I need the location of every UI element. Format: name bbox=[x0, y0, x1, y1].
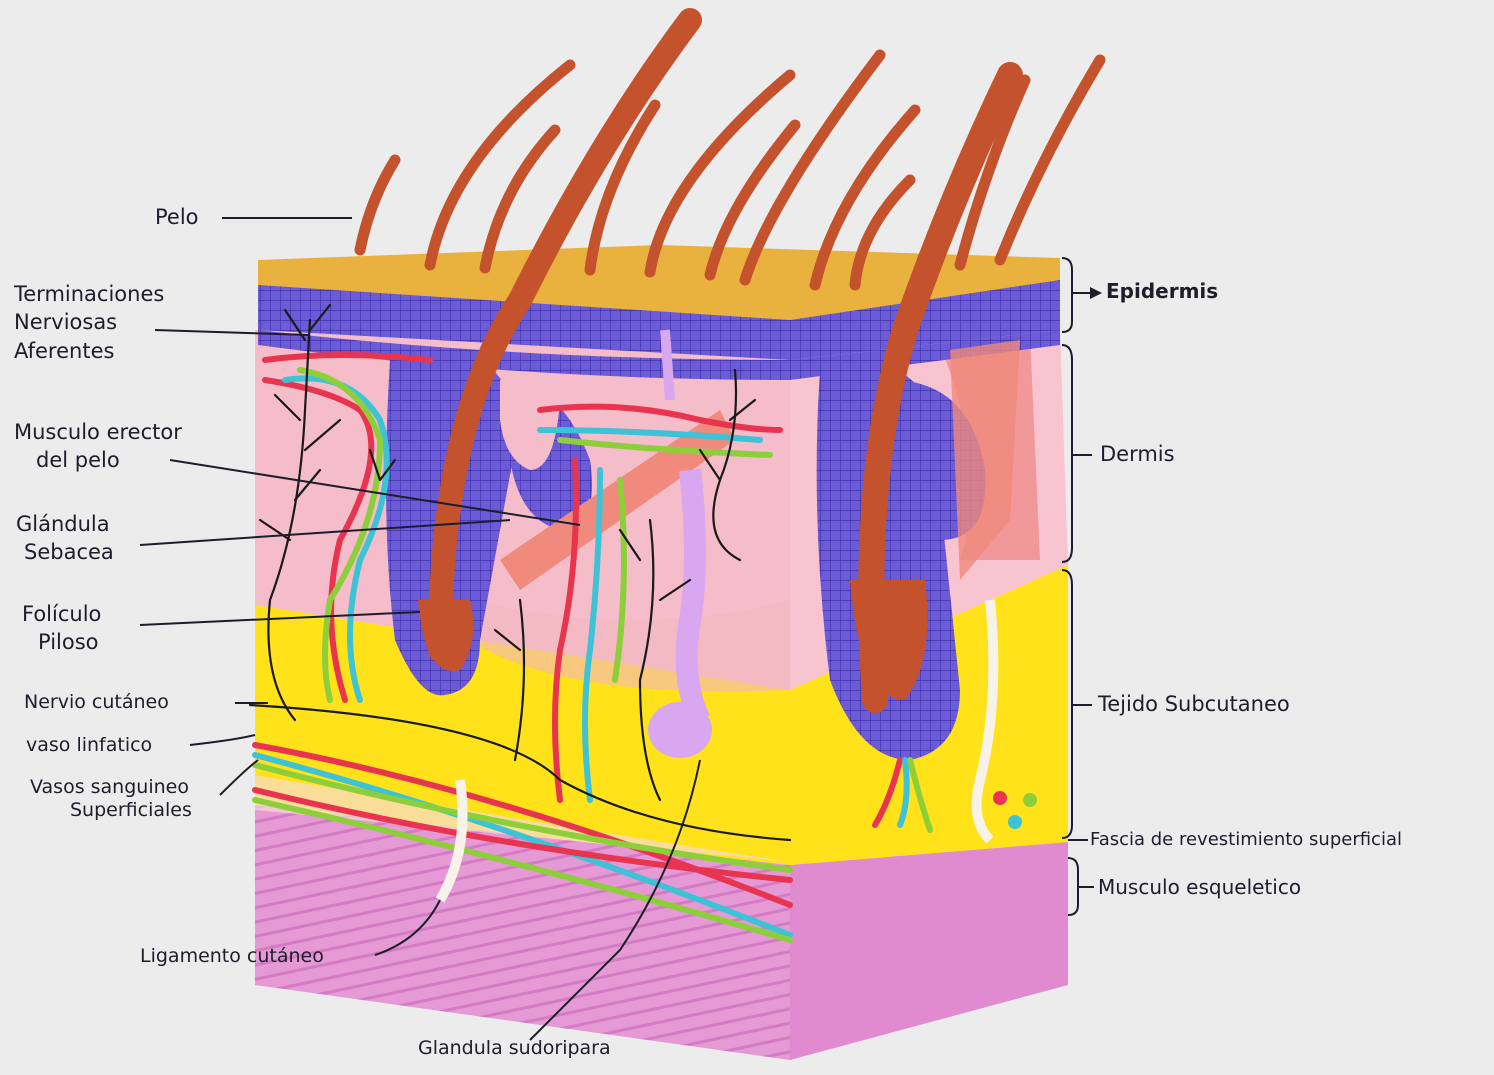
label-terminaciones-nerviosas: Terminaciones Nerviosas Aferentes bbox=[14, 280, 164, 365]
label-foliculo-piloso-line2: Piloso bbox=[22, 628, 101, 656]
label-vaso-linfatico: vaso linfatico bbox=[26, 733, 152, 759]
label-pelo: Pelo bbox=[155, 203, 199, 231]
label-fascia: Fascia de revestimiento superficial bbox=[1090, 828, 1402, 852]
label-nervio-cutaneo: Nervio cutáneo bbox=[24, 690, 169, 716]
label-glandula-sebacea: Glándula Sebacea bbox=[16, 510, 114, 567]
label-glandula-sebacea-line2: Sebacea bbox=[16, 538, 114, 566]
label-musculo-esqueletico: Musculo esqueletico bbox=[1098, 874, 1301, 901]
label-terminaciones-line2: Nerviosas bbox=[14, 308, 164, 336]
label-glandula-sudoripara: Glandula sudoripara bbox=[418, 1036, 611, 1062]
label-foliculo-piloso: Folículo Piloso bbox=[22, 600, 101, 657]
label-musculo-erector-line1: Musculo erector bbox=[14, 418, 182, 446]
label-terminaciones-line3: Aferentes bbox=[14, 337, 164, 365]
label-foliculo-piloso-line1: Folículo bbox=[22, 600, 101, 628]
label-vasos-sanguineos-line2: Superficiales bbox=[30, 799, 192, 822]
label-vasos-sanguineos: Vasos sanguineo Superficiales bbox=[30, 776, 192, 822]
label-terminaciones-line1: Terminaciones bbox=[14, 280, 164, 308]
label-dermis: Dermis bbox=[1100, 440, 1175, 468]
label-ligamento-cutaneo: Ligamento cutáneo bbox=[140, 944, 324, 970]
label-epidermis: Epidermis bbox=[1106, 278, 1218, 305]
label-musculo-erector: Musculo erector del pelo bbox=[14, 418, 182, 475]
label-glandula-sebacea-line1: Glándula bbox=[16, 510, 114, 538]
label-tejido-subcutaneo: Tejido Subcutaneo bbox=[1098, 690, 1290, 718]
epidermis-arrow bbox=[1090, 287, 1102, 299]
label-vasos-sanguineos-line1: Vasos sanguineo bbox=[30, 776, 192, 799]
label-musculo-erector-line2: del pelo bbox=[14, 446, 182, 474]
